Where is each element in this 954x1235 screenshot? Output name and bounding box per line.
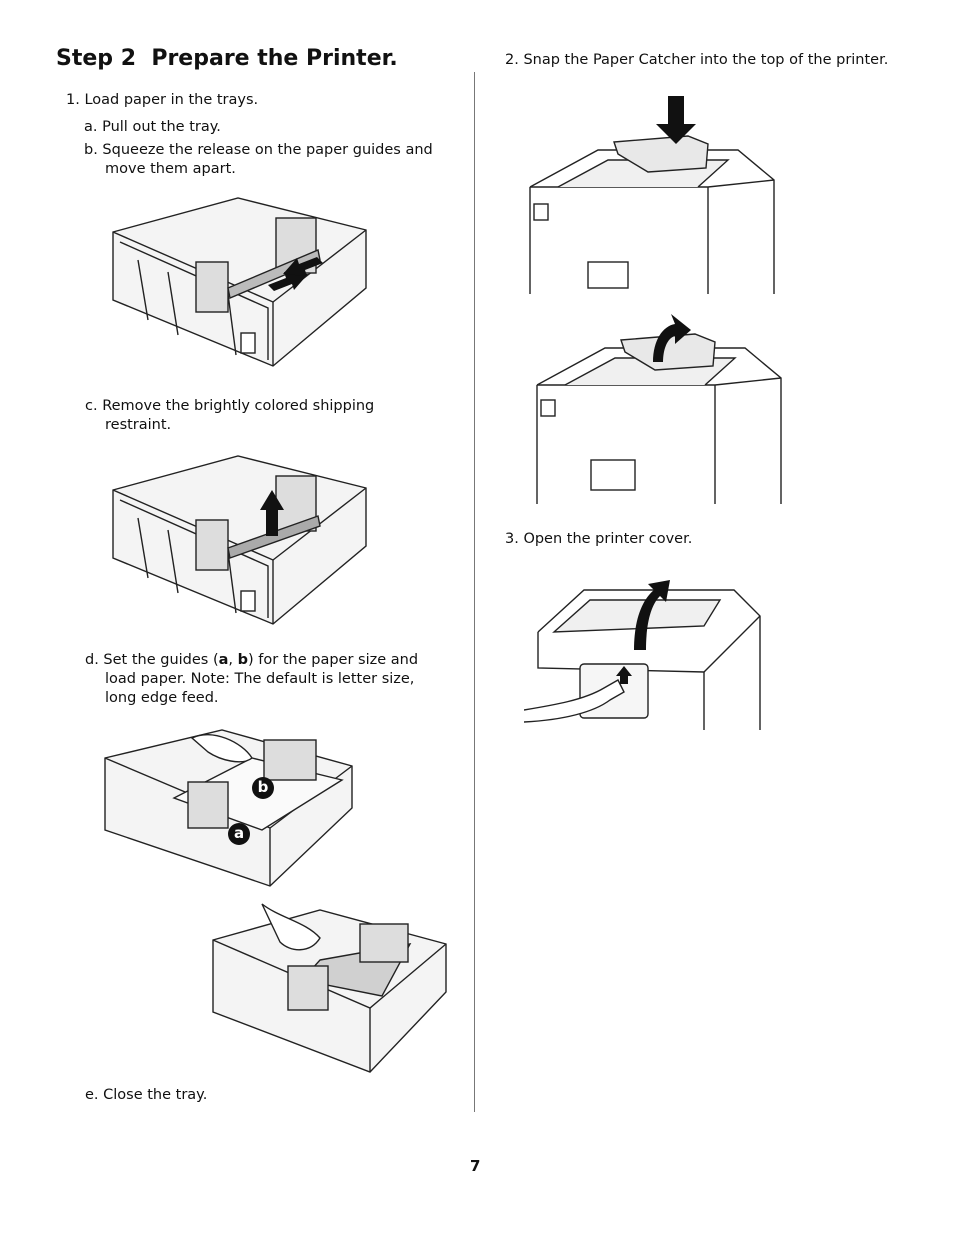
page-number: 7 [470, 1157, 481, 1175]
step-label: Step 2 [56, 46, 136, 71]
tray-illustration [104, 729, 353, 887]
substep-e: e. Close the tray. [85, 1087, 208, 1103]
step-item-1: 1. Load paper in the trays. [66, 92, 259, 108]
tray-illustration [112, 455, 367, 625]
tray-illustration [212, 903, 447, 1073]
page-title: Step 2 Prepare the Printer. [56, 46, 398, 71]
callout-b: b [252, 777, 274, 799]
substep-a: a. Pull out the tray. [84, 119, 221, 135]
printer-illustration [529, 96, 775, 294]
column-divider [474, 72, 475, 1112]
callout-a: a [228, 823, 250, 845]
substep-c-line2: restraint. [105, 417, 172, 433]
substep-d-line3: long edge feed. [105, 690, 219, 706]
callout-ref-b: b [237, 652, 249, 668]
substep-d-line2: load paper. Note: The default is letter … [105, 671, 415, 687]
substep-b-line1: b. Squeeze the release on the paper guid… [84, 142, 433, 158]
substep-b-line2: move them apart. [105, 161, 236, 177]
printer-illustration [524, 580, 761, 730]
step-item-3: 3. Open the printer cover. [505, 531, 693, 547]
printer-illustration [536, 314, 782, 504]
step-item-2: 2. Snap the Paper Catcher into the top o… [505, 52, 889, 68]
callout-ref-a: a [218, 652, 229, 668]
substep-d-line1: d. Set the guides (a, b) for the paper s… [85, 652, 419, 668]
tray-illustration [112, 197, 367, 367]
step-title: Prepare the Printer. [151, 46, 398, 71]
substep-c-line1: c. Remove the brightly colored shipping [85, 398, 375, 414]
